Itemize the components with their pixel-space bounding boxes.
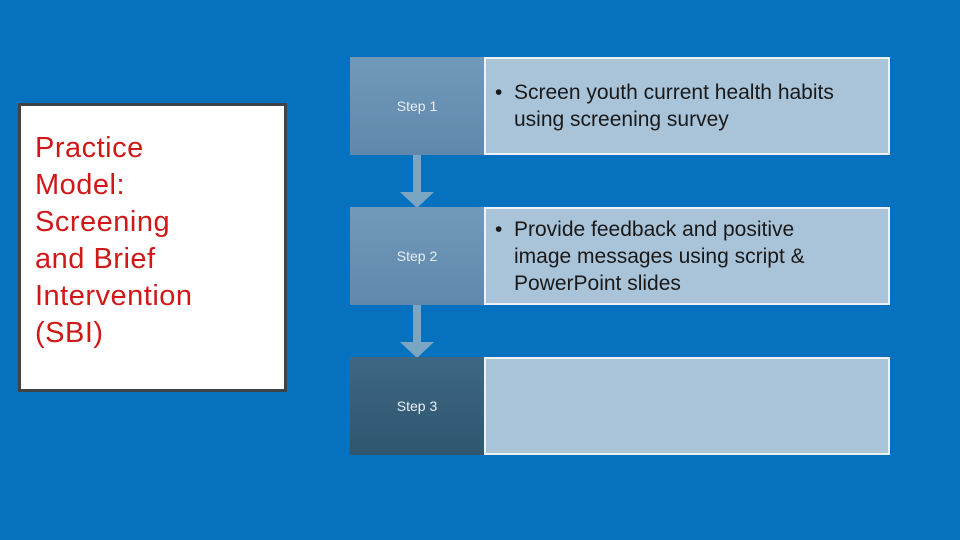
bullet-row: • Provide feedback and positive image me… (486, 216, 815, 297)
step-1-text: Screen youth current health habits using… (514, 81, 834, 131)
arrow-head (400, 192, 434, 208)
down-arrow-icon (400, 305, 434, 358)
bullet-icon: • (495, 81, 503, 104)
bullet-icon: • (495, 217, 503, 241)
bullet-row: • Screen youth current health habits usi… (486, 79, 844, 133)
step-2-text: Provide feedback and positive image mess… (514, 217, 805, 295)
step-row-1: Step 1 • Screen youth current health hab… (350, 57, 890, 155)
down-arrow-icon (400, 155, 434, 208)
step-1-label: Step 1 (350, 57, 484, 155)
arrow-stem (413, 155, 421, 192)
step-2-label: Step 2 (350, 207, 484, 305)
step-row-2: Step 2 • Provide feedback and positive i… (350, 207, 890, 305)
step-1-content: • Screen youth current health habits usi… (484, 57, 890, 155)
slide-title: Practice Model: Screening and Brief Inte… (35, 132, 193, 349)
step-2-content: • Provide feedback and positive image me… (484, 207, 890, 305)
arrow-head (400, 342, 434, 358)
title-panel: Practice Model: Screening and Brief Inte… (18, 103, 287, 392)
step-row-3: Step 3 (350, 357, 890, 455)
step-3-label: Step 3 (350, 357, 484, 455)
arrow-stem (413, 305, 421, 342)
step-3-content (484, 357, 890, 455)
